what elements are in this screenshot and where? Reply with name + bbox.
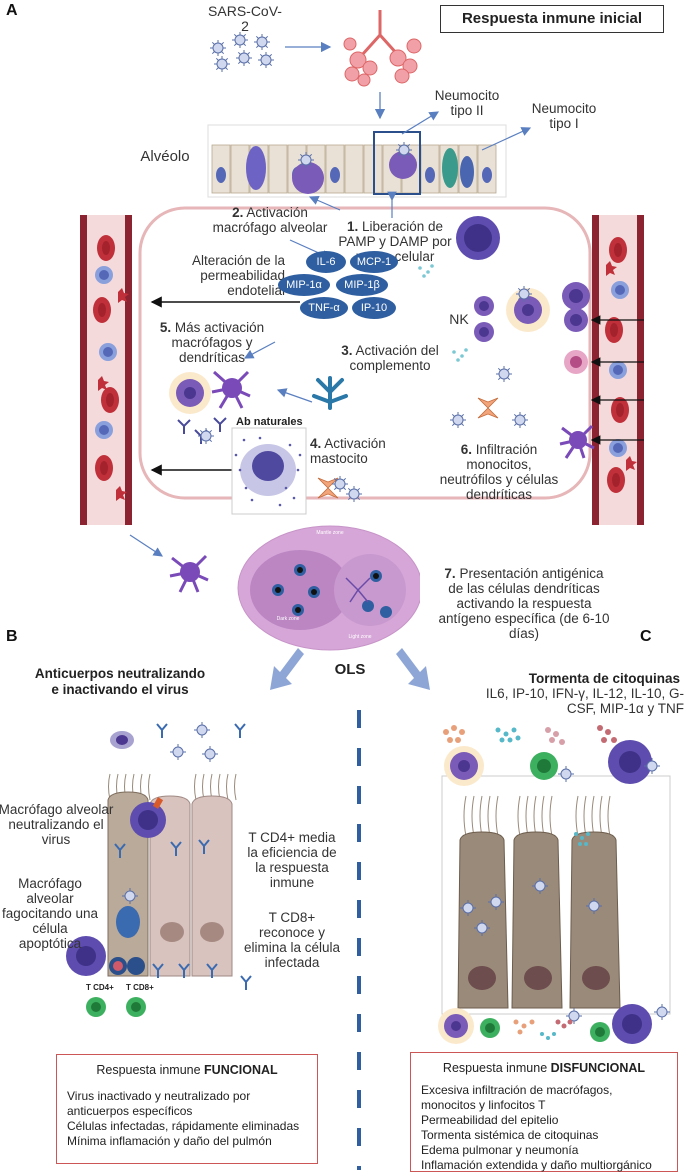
alveolar-space xyxy=(138,206,592,500)
step-3-number: 3. xyxy=(341,343,353,358)
virus-label: SARS-CoV-2 xyxy=(208,3,282,34)
panel-b-illustration xyxy=(66,721,252,990)
panel-a-illustration xyxy=(80,10,644,557)
cytokine-mcp1: MCP-1 xyxy=(350,251,398,273)
permeabilidad-label: Alteración de la permeabilidad endotelia… xyxy=(191,253,285,298)
macrofago-fagocitando-label: Macrófago alveolar fagocitando una célul… xyxy=(1,876,99,951)
light-zone-label: Light zone xyxy=(348,634,371,640)
alveolo-label: Alvéolo xyxy=(140,148,190,165)
functional-item: Mínima inflamación y daño del pulmón xyxy=(67,1134,272,1148)
step-2-text: Activación macrófago alveolar xyxy=(212,205,328,235)
lymph-node: Mantle zone Dark zone Light zone xyxy=(169,525,420,651)
blood-vessel-right xyxy=(592,215,644,525)
dysfunctional-box-head: Respuesta inmune DISFUNCIONAL xyxy=(411,1061,677,1075)
ab-naturales-label: Ab naturales xyxy=(236,416,303,428)
nk-label: NK xyxy=(449,311,469,327)
dysfunctional-item: Tormenta sistémica de citoquinas xyxy=(421,1128,599,1142)
step-5-number: 5. xyxy=(159,320,172,335)
dendritic-cell xyxy=(211,370,251,409)
cytokine-mip1b: MIP-1β xyxy=(336,274,388,296)
panel-a-letter: A xyxy=(6,2,18,19)
dysfunctional-response-box: Respuesta inmune DISFUNCIONAL Excesiva i… xyxy=(410,1052,678,1172)
dendritic-cell-outside xyxy=(169,554,209,593)
divider-dashed xyxy=(357,710,361,1170)
cytokine-mip1a: MIP-1α xyxy=(278,274,330,296)
cytokine-il6: IL-6 xyxy=(306,251,346,273)
blood-vessel-left xyxy=(80,215,132,525)
neumocito-ii-label: Neumocito tipo II xyxy=(434,88,500,118)
step-6-number: 6. xyxy=(460,442,472,457)
alveolar-epithelium xyxy=(207,124,507,198)
panel-b-letter: B xyxy=(6,628,18,645)
step-5: 5. Más activación macrófagos y dendrític… xyxy=(152,320,272,365)
macrofago-neutralizando-label: Macrófago alveolar neutralizando el viru… xyxy=(0,802,114,847)
lungs-illustration xyxy=(343,10,422,87)
panel-c-title: Tormenta de citoquinas xyxy=(528,671,680,686)
panel-c-illustration xyxy=(438,725,671,1044)
mast-cell xyxy=(231,427,307,515)
functional-box-list: Virus inactivado y neutralizado por anti… xyxy=(57,1089,317,1149)
tcd8-text: T CD8+ reconoce y elimina la célula infe… xyxy=(243,910,341,970)
functional-box-head-bold: FUNCIONAL xyxy=(204,1063,278,1077)
step-6: 6. Infiltración monocitos, neutrófilos y… xyxy=(436,442,562,502)
step-7-text: Presentación antigénica de las células d… xyxy=(438,566,610,641)
dysfunctional-item: Inflamación extendida y daño multiorgáni… xyxy=(421,1158,652,1172)
step-2-number: 2. xyxy=(232,205,244,220)
step-7-number: 7. xyxy=(444,566,456,581)
step-6-text: Infiltración monocitos, neutrófilos y cé… xyxy=(439,442,559,502)
mantle-zone-label: Mantle zone xyxy=(316,530,343,536)
step-1-number: 1. xyxy=(346,219,359,234)
dysfunctional-item: Excesiva infiltración de macrófagos, mon… xyxy=(421,1083,613,1112)
panel-a-title: Respuesta inmune inicial xyxy=(440,5,664,33)
dysfunctional-box-head-prefix: Respuesta inmune xyxy=(442,1061,551,1075)
step-4-number: 4. xyxy=(310,436,322,451)
tcd4-label: T CD4+ xyxy=(86,983,114,992)
tcd8-label: T CD8+ xyxy=(126,983,154,992)
functional-box-head-prefix: Respuesta inmune xyxy=(96,1063,205,1077)
ols-arrows xyxy=(270,648,430,690)
panel-c-letter: C xyxy=(640,628,652,645)
neumocito-i-label: Neumocito tipo I xyxy=(531,101,597,131)
step-2: 2. Activación macrófago alveolar xyxy=(212,205,328,235)
cytokine-tnfa: TNF-α xyxy=(300,297,348,319)
step-3: 3. Activación del complemento xyxy=(330,343,450,373)
step-3-text: Activación del complemento xyxy=(349,343,439,373)
dysfunctional-item: Edema pulmonar y neumonía xyxy=(421,1143,579,1157)
tcd4-text: T CD4+ media la eficiencia de la respues… xyxy=(247,830,337,890)
panel-c-subtitle: IL6, IP-10, IFN-γ, IL-12, IL-10, G-CSF, … xyxy=(485,686,684,716)
dark-zone-label: Dark zone xyxy=(277,616,300,622)
step-5-text: Más activación macrófagos y dendríticas xyxy=(171,320,265,365)
dysfunctional-box-list: Excesiva infiltración de macrófagos, mon… xyxy=(411,1083,677,1173)
cytokine-ip10: IP-10 xyxy=(352,297,396,319)
t-cells xyxy=(86,997,146,1017)
functional-response-box: Respuesta inmune FUNCIONAL Virus inactiv… xyxy=(56,1054,318,1164)
functional-item: Virus inactivado y neutralizado por anti… xyxy=(67,1089,251,1118)
step-4-text: Activación mastocito xyxy=(310,436,386,466)
step-4: 4. Activación mastocito xyxy=(310,436,400,466)
panel-b-title: Anticuerpos neutralizando e inactivando … xyxy=(34,666,206,697)
virus-cluster xyxy=(209,31,275,73)
dysfunctional-box-head-bold: DISFUNCIONAL xyxy=(550,1061,646,1075)
ols-label: OLS xyxy=(334,661,366,678)
dysfunctional-item: Permeabilidad del epitelio xyxy=(421,1113,559,1127)
step-7: 7. Presentación antigénica de las célula… xyxy=(436,566,612,641)
functional-item: Células infectadas, rápidamente eliminad… xyxy=(67,1119,300,1133)
functional-box-head: Respuesta inmune FUNCIONAL xyxy=(57,1063,317,1077)
